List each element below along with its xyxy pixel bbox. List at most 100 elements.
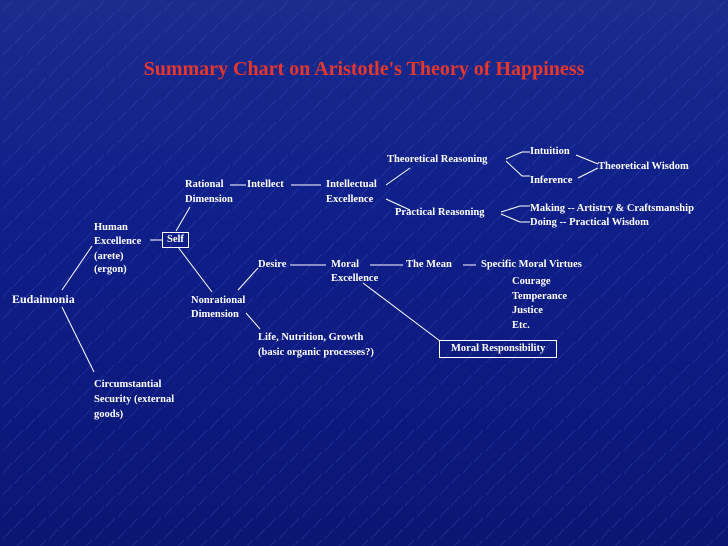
bg-stripe bbox=[473, 297, 484, 309]
node-intellect: Intellect bbox=[247, 179, 284, 190]
bg-stripe bbox=[48, 308, 59, 320]
bg-stripe bbox=[105, 209, 116, 221]
bg-stripe bbox=[554, 22, 565, 34]
node-virtue-etc: Etc. bbox=[512, 320, 530, 331]
bg-stripe bbox=[335, 275, 346, 287]
bg-stripe bbox=[485, 198, 496, 210]
bg-stripe bbox=[36, 99, 47, 111]
bg-stripe bbox=[611, 33, 622, 45]
bg-stripe bbox=[82, 297, 93, 309]
bg-stripe bbox=[577, 286, 588, 298]
bg-stripe bbox=[450, 473, 461, 485]
bg-stripe bbox=[692, 506, 703, 518]
bg-stripe bbox=[174, 517, 185, 529]
bg-stripe bbox=[266, 407, 277, 419]
bg-stripe bbox=[577, 220, 588, 232]
bg-stripe bbox=[473, 99, 484, 111]
bg-stripe bbox=[2, 330, 13, 342]
bg-stripe bbox=[255, 22, 266, 34]
bg-stripe bbox=[462, 44, 473, 56]
bg-stripe bbox=[565, 209, 576, 221]
bg-stripe bbox=[13, 33, 24, 45]
bg-stripe bbox=[680, 473, 691, 485]
bg-stripe bbox=[519, 253, 530, 265]
bg-stripe bbox=[600, 330, 611, 342]
bg-stripe bbox=[278, 440, 289, 452]
bg-stripe bbox=[174, 55, 185, 67]
bg-stripe bbox=[680, 143, 691, 155]
bg-stripe bbox=[197, 11, 208, 23]
bg-stripe bbox=[174, 319, 185, 331]
bg-stripe bbox=[519, 209, 530, 221]
bg-stripe bbox=[48, 484, 59, 496]
bg-stripe bbox=[692, 22, 703, 34]
bg-stripe bbox=[427, 99, 438, 111]
bg-stripe bbox=[623, 396, 634, 408]
bg-stripe bbox=[36, 363, 47, 375]
bg-stripe bbox=[186, 484, 197, 496]
bg-stripe bbox=[301, 220, 312, 232]
node-rational-1: Rational bbox=[185, 179, 224, 190]
bg-stripe bbox=[669, 440, 680, 452]
bg-stripe bbox=[232, 286, 243, 298]
bg-stripe bbox=[186, 220, 197, 232]
bg-stripe bbox=[680, 385, 691, 397]
bg-stripe bbox=[197, 341, 208, 353]
bg-stripe bbox=[186, 286, 197, 298]
bg-stripe bbox=[680, 209, 691, 221]
bg-stripe bbox=[36, 407, 47, 419]
bg-stripe bbox=[232, 506, 243, 518]
bg-stripe bbox=[646, 242, 657, 254]
bg-stripe bbox=[600, 264, 611, 276]
bg-stripe bbox=[381, 11, 392, 23]
bg-stripe bbox=[25, 374, 36, 386]
bg-stripe bbox=[416, 374, 427, 386]
bg-stripe bbox=[611, 451, 622, 463]
bg-stripe bbox=[71, 396, 82, 408]
bg-stripe bbox=[703, 11, 714, 23]
bg-stripe bbox=[554, 176, 565, 188]
bg-stripe bbox=[86, 539, 93, 546]
bg-stripe bbox=[427, 121, 438, 133]
bg-stripe bbox=[289, 165, 300, 177]
bg-stripe bbox=[335, 429, 346, 441]
bg-stripe bbox=[347, 132, 358, 144]
bg-stripe bbox=[393, 374, 404, 386]
bg-stripe bbox=[335, 165, 346, 177]
bg-stripe bbox=[416, 418, 427, 430]
bg-stripe bbox=[431, 539, 438, 546]
bg-stripe bbox=[243, 231, 254, 243]
bg-stripe bbox=[13, 363, 24, 375]
bg-stripe bbox=[542, 275, 553, 287]
bg-stripe bbox=[163, 0, 174, 12]
bg-stripe bbox=[657, 55, 668, 67]
node-intellectual-1: Intellectual bbox=[326, 179, 377, 190]
bg-stripe bbox=[220, 275, 231, 287]
bg-stripe bbox=[48, 352, 59, 364]
bg-stripe bbox=[439, 484, 450, 496]
bg-stripe bbox=[634, 429, 645, 441]
bg-stripe bbox=[82, 429, 93, 441]
bg-stripe bbox=[163, 66, 174, 78]
bg-stripe bbox=[71, 220, 82, 232]
bg-stripe bbox=[646, 110, 657, 122]
bg-stripe bbox=[266, 275, 277, 287]
bg-stripe bbox=[565, 341, 576, 353]
bg-stripe bbox=[163, 132, 174, 144]
bg-stripe bbox=[577, 506, 588, 518]
bg-stripe bbox=[404, 77, 415, 89]
link-practical-making bbox=[500, 205, 530, 213]
bg-stripe bbox=[531, 220, 542, 232]
bg-stripe bbox=[82, 517, 93, 529]
bg-stripe bbox=[324, 506, 335, 518]
bg-stripe bbox=[588, 407, 599, 419]
bg-stripe bbox=[519, 165, 530, 177]
bg-stripe bbox=[646, 154, 657, 166]
bg-stripe bbox=[255, 308, 266, 320]
bg-stripe bbox=[347, 66, 358, 78]
bg-stripe bbox=[519, 429, 530, 441]
bg-stripe bbox=[312, 385, 323, 397]
bg-stripe bbox=[151, 275, 162, 287]
bg-stripe bbox=[427, 253, 438, 265]
bg-stripe bbox=[634, 473, 645, 485]
